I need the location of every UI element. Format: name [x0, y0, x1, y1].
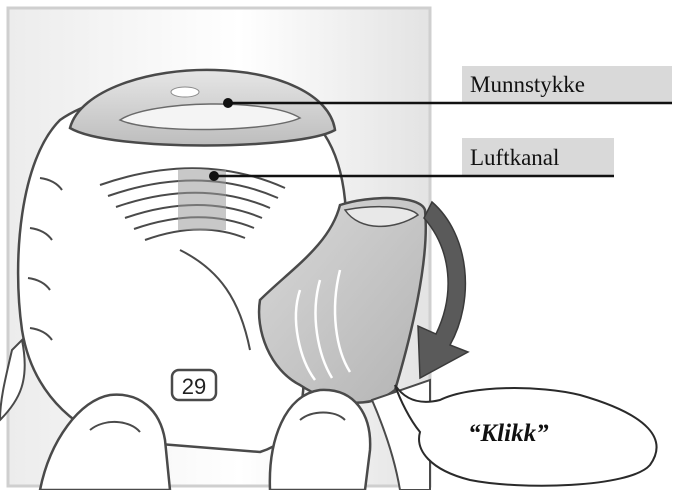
- dose-counter-value: 29: [182, 374, 206, 399]
- click-sound-label: “Klikk”: [468, 420, 549, 448]
- air-channel-label: Luftkanal: [470, 145, 559, 171]
- mouthpiece-label: Munnstykke: [470, 72, 585, 98]
